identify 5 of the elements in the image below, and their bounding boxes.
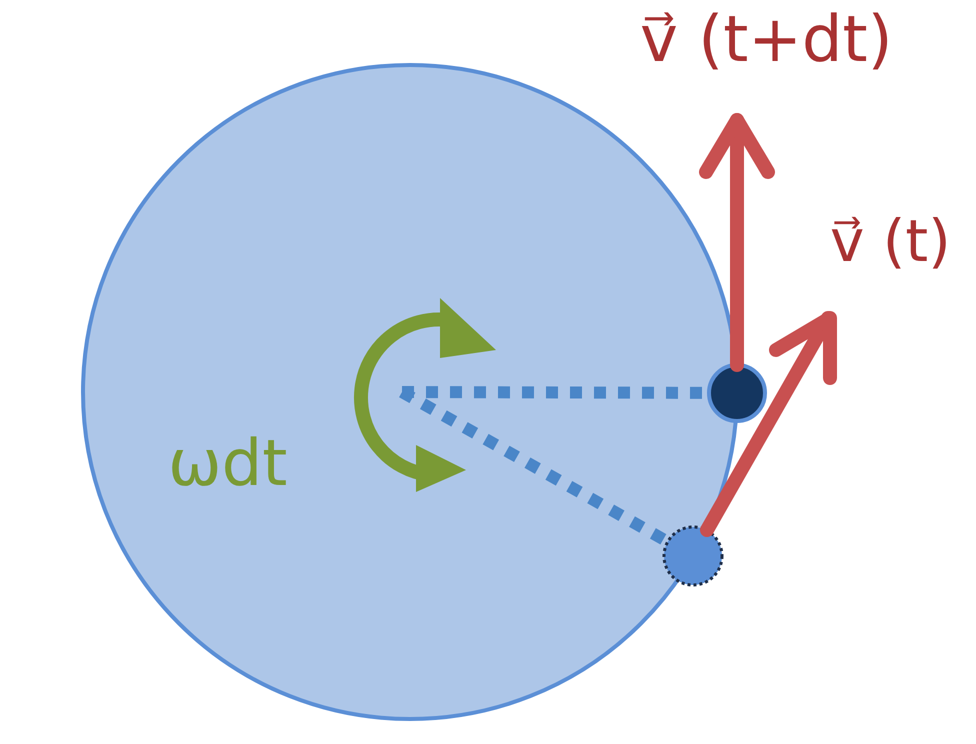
vector-label: v⃗ (t+dt) (640, 8, 893, 72)
point-marker (707, 363, 767, 423)
point-marker (662, 526, 724, 586)
vector-label: v⃗ (t) (830, 212, 951, 270)
angle-label: ωdt (168, 432, 288, 496)
